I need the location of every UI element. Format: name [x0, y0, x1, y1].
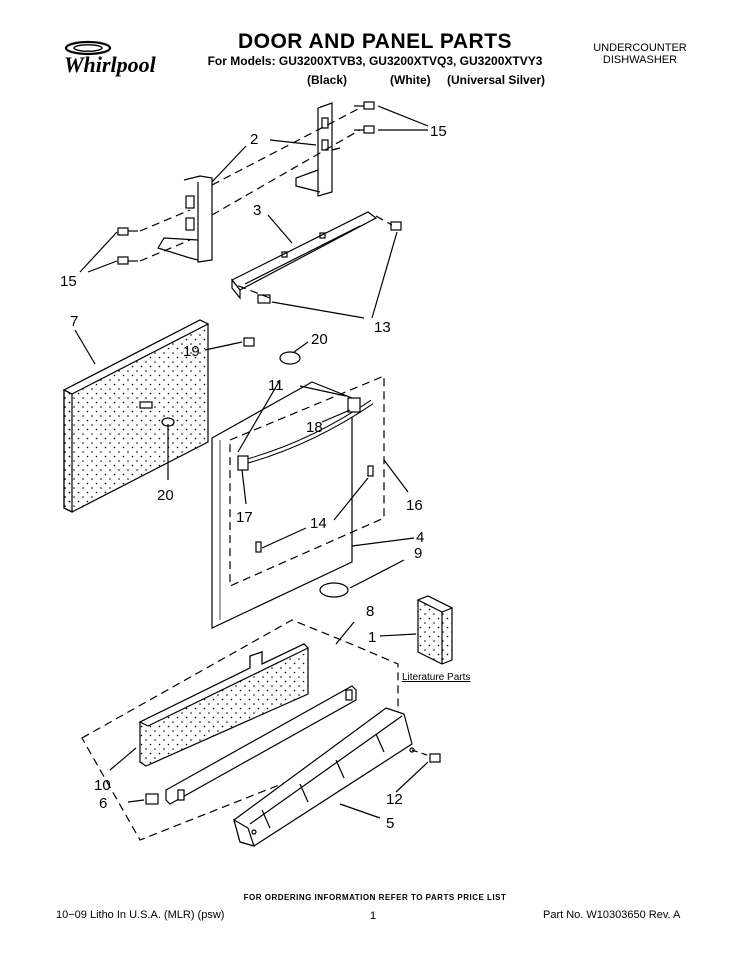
door-handle: [237, 397, 374, 471]
ordering-note: FOR ORDERING INFORMATION REFER TO PARTS …: [243, 893, 507, 902]
screw-15-top-a: [354, 101, 375, 110]
product-type: UNDERCOUNTER DISHWASHER: [585, 42, 695, 66]
variant-silver: (Universal Silver): [447, 73, 546, 87]
part-9-oval: [319, 582, 349, 598]
callout-15-left: 15: [60, 273, 77, 290]
variant-black: (Black): [307, 73, 348, 87]
screw-15-top-b: [354, 125, 375, 134]
callout-16: 16: [406, 497, 423, 514]
callout-13: 13: [374, 319, 391, 336]
callout-19: 19: [183, 343, 200, 360]
clip-pin-14-b: [367, 465, 374, 477]
callout-10: 10: [94, 777, 111, 794]
front-panel: [62, 319, 210, 513]
screw-19: [243, 337, 255, 347]
callout-4: 4: [416, 529, 424, 546]
callout-12: 12: [386, 791, 403, 808]
screw-13-b: [257, 294, 271, 304]
toe-kick-bracket: [233, 707, 415, 847]
literature-parts-label: Literature Parts: [402, 672, 470, 683]
kick-panel: [138, 643, 310, 767]
callout-17: 17: [236, 509, 253, 526]
variant-white: (White): [390, 73, 431, 87]
mounting-bracket-right: [295, 102, 341, 197]
clip-pin-14-a: [255, 541, 262, 553]
model-numbers: For Models: GU3200XTVB3, GU3200XTVQ3, GU…: [207, 54, 543, 68]
washer-20: [279, 351, 301, 365]
callout-2: 2: [250, 131, 258, 148]
callout-5: 5: [386, 815, 394, 832]
whirlpool-logo: Whirlpool: [64, 40, 157, 77]
callout-11: 11: [268, 377, 284, 394]
callout-9: 9: [414, 545, 422, 562]
callout-7: 7: [70, 313, 78, 330]
screw-13-a: [390, 221, 402, 231]
callout-14: 14: [310, 515, 327, 532]
mounting-bracket-left: [157, 175, 213, 263]
product-type-line2: DISHWASHER: [602, 54, 678, 66]
trim-strip: [165, 685, 357, 805]
page-title: DOOR AND PANEL PARTS: [237, 30, 513, 53]
outer-door-panel: [211, 381, 353, 629]
brand-wordmark: Whirlpool: [64, 52, 157, 77]
screw-15-left-a: [117, 227, 138, 236]
screw-15-left-b: [117, 256, 138, 265]
screw-12: [429, 753, 441, 763]
callout-3: 3: [253, 202, 261, 219]
part-number: Part No. W10303650 Rev. A: [543, 909, 681, 921]
clip-part-6: [127, 793, 159, 805]
litho-info: 10−09 Litho In U.S.A. (MLR) (psw): [56, 909, 225, 921]
callout-20-top: 20: [311, 331, 328, 348]
callout-6: 6: [99, 795, 107, 812]
callout-1: 1: [368, 629, 376, 646]
page-number: 1: [370, 910, 377, 922]
callout-18: 18: [306, 419, 323, 436]
literature-parts-book: [416, 595, 454, 665]
product-type-line1: UNDERCOUNTER: [593, 42, 687, 54]
callout-20-bottom: 20: [157, 487, 174, 504]
mounting-rail: [231, 211, 378, 300]
callout-15-top: 15: [430, 123, 447, 140]
callout-8: 8: [366, 603, 374, 620]
